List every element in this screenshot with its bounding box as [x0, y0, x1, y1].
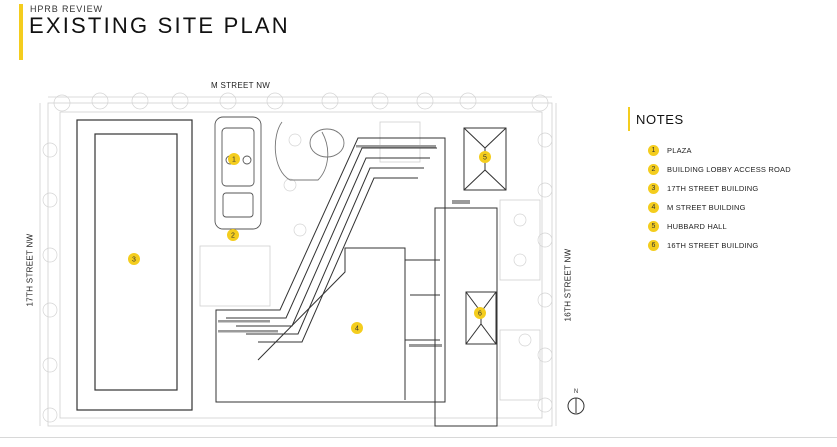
lobby-roundabout	[309, 128, 345, 158]
note-item-m-street-building: 4 M STREET BUILDING	[648, 198, 791, 217]
marker-plaza: 1	[228, 153, 240, 165]
marker-17th-street-building: 3	[128, 253, 140, 265]
building-m-street	[215, 137, 446, 403]
building-16th-street	[434, 207, 498, 427]
note-badge: 3	[648, 183, 659, 194]
marker-lobby-access-road: 2	[227, 229, 239, 241]
svg-text:2: 2	[231, 233, 235, 240]
street-label-m: M STREET NW	[211, 81, 271, 90]
footer-divider	[0, 437, 837, 438]
note-badge: 4	[648, 202, 659, 213]
section-kicker: HPRB REVIEW	[30, 4, 103, 14]
note-label: 17TH STREET BUILDING	[667, 184, 759, 193]
note-item-lobby-access-road: 2 BUILDING LOBBY ACCESS ROAD	[648, 160, 791, 179]
north-arrow	[567, 397, 585, 415]
note-badge: 1	[648, 145, 659, 156]
svg-text:4: 4	[355, 326, 359, 333]
svg-text:5: 5	[483, 155, 487, 162]
notes-accent-bar	[628, 107, 630, 131]
note-badge: 5	[648, 221, 659, 232]
north-label: N	[574, 389, 578, 395]
note-item-17th-street-building: 3 17TH STREET BUILDING	[648, 179, 791, 198]
svg-text:1: 1	[232, 157, 236, 164]
note-label: BUILDING LOBBY ACCESS ROAD	[667, 165, 791, 174]
note-label: M STREET BUILDING	[667, 203, 746, 212]
marker-16th-street-building: 6	[474, 307, 486, 319]
plan-markers: 1 2 3 4 5 6	[128, 151, 491, 334]
building-17th-street	[76, 119, 193, 411]
page-title: EXISTING SITE PLAN	[29, 13, 290, 38]
note-item-plaza: 1 PLAZA	[648, 141, 791, 160]
note-label: HUBBARD HALL	[667, 222, 727, 231]
marker-m-street-building: 4	[351, 322, 363, 334]
site-context	[39, 96, 557, 427]
svg-text:6: 6	[478, 311, 482, 318]
note-label: PLAZA	[667, 146, 692, 155]
lobby-access-road	[274, 121, 329, 181]
trees	[42, 92, 553, 423]
16th-building-shading	[452, 200, 470, 204]
m-street-building-shading	[218, 145, 442, 347]
note-item-16th-street-building: 6 16TH STREET BUILDING	[648, 236, 791, 255]
note-label: 16TH STREET BUILDING	[667, 241, 759, 250]
note-badge: 2	[648, 164, 659, 175]
svg-text:3: 3	[132, 257, 136, 264]
title-accent-bar	[19, 4, 23, 60]
notes-list: 1 PLAZA 2 BUILDING LOBBY ACCESS ROAD 3 1…	[648, 141, 791, 255]
notes-title: NOTES	[636, 112, 684, 127]
note-badge: 6	[648, 240, 659, 251]
plaza	[214, 116, 262, 230]
marker-hubbard-hall: 5	[479, 151, 491, 163]
note-item-hubbard-hall: 5 HUBBARD HALL	[648, 217, 791, 236]
